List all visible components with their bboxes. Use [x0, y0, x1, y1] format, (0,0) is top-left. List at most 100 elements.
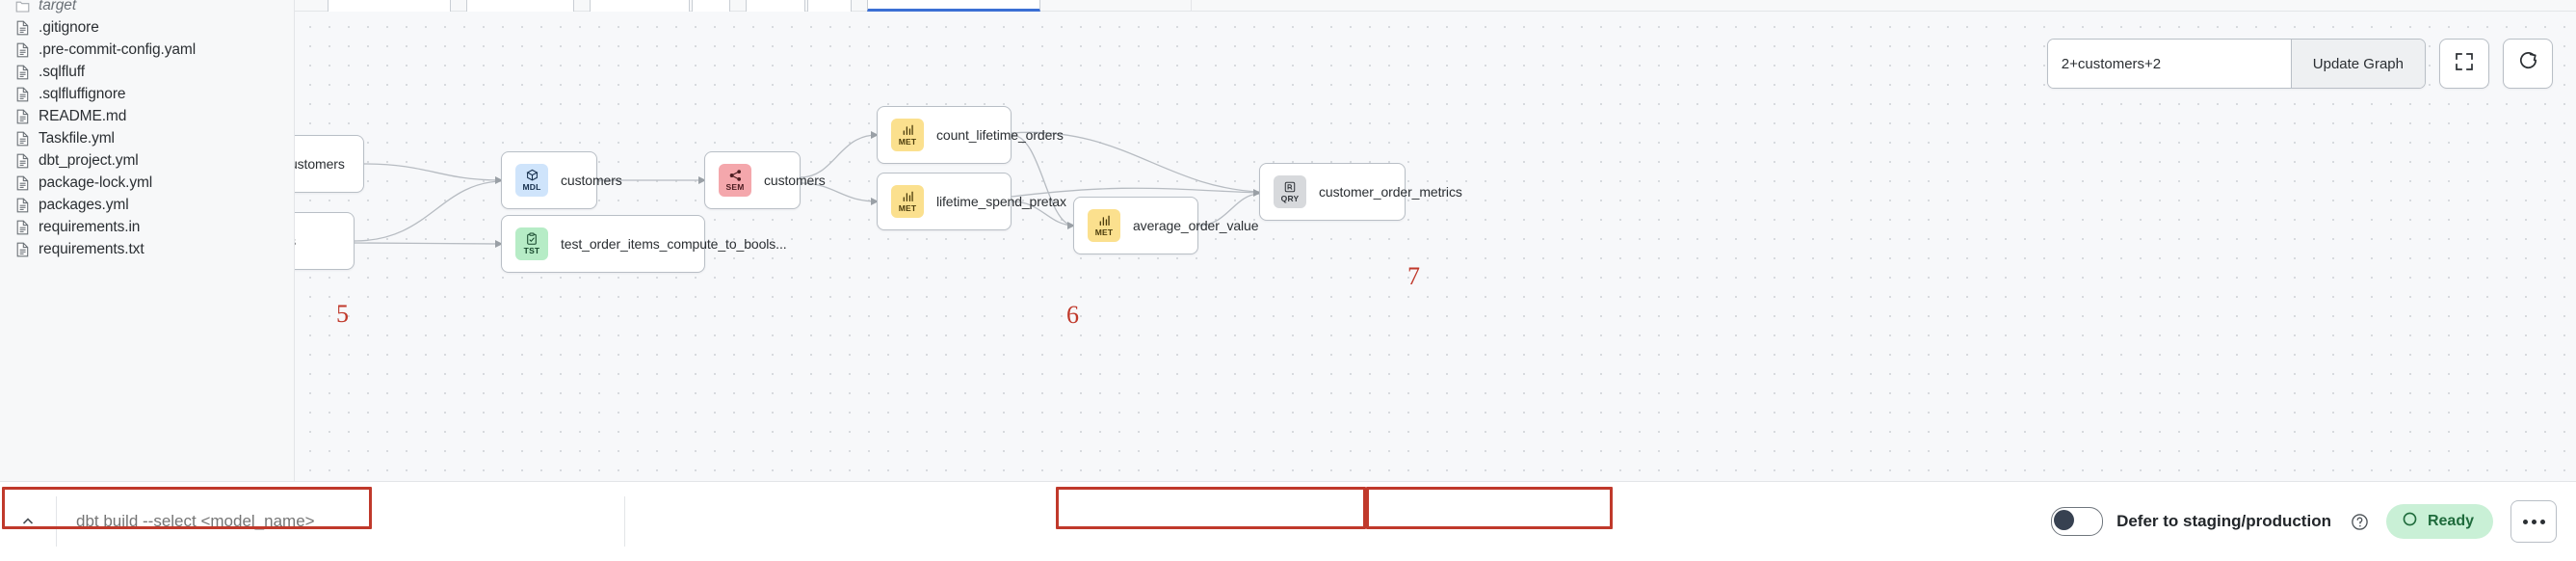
file-icon	[15, 153, 30, 169]
refresh-icon	[2517, 50, 2539, 77]
file-tree-item[interactable]: packages.yml	[0, 194, 294, 216]
editor-tab-stub[interactable]	[466, 0, 574, 12]
file-tree-item[interactable]: requirements.in	[0, 216, 294, 238]
file-tree-item[interactable]: .pre-commit-config.yaml	[0, 39, 294, 61]
file-icon	[15, 220, 30, 235]
file-tree-item-label: requirements.txt	[39, 240, 145, 257]
file-tree-item[interactable]: requirements.txt	[0, 238, 294, 260]
node-badge-label: MET	[898, 137, 917, 147]
file-tree-item-label: packages.yml	[39, 196, 129, 213]
file-tree-item-label: .gitignore	[39, 18, 99, 36]
lineage-node[interactable]: stg_customers	[295, 135, 364, 193]
file-icon	[15, 65, 30, 80]
defer-toggle-label: Defer to staging/production	[2116, 512, 2331, 530]
file-tree-item[interactable]: dbt_project.yml	[0, 149, 294, 172]
defer-toggle-region: Defer to staging/production	[2051, 507, 2369, 536]
file-tree-item[interactable]: target	[0, 0, 294, 16]
graph-toolbar: Update Graph	[2046, 39, 2553, 89]
file-icon	[15, 109, 30, 124]
editor-tab-stub[interactable]	[590, 0, 690, 12]
file-icon	[15, 131, 30, 147]
chevron-up-icon[interactable]	[0, 496, 57, 547]
qry-badge-icon: QRY	[1274, 175, 1306, 208]
lineage-node[interactable]: MET count_lifetime_orders	[877, 106, 1064, 164]
overflow-menu-button[interactable]	[2510, 500, 2557, 543]
editor-tab-stub[interactable]	[692, 0, 730, 12]
lineage-node-label: test_order_items_compute_to_bools...	[561, 236, 787, 252]
node-badge-label: SEM	[725, 182, 745, 192]
file-tree-item-label: .pre-commit-config.yaml	[39, 40, 197, 58]
file-tree-item[interactable]: Taskfile.yml	[0, 127, 294, 149]
fullscreen-icon	[2454, 51, 2475, 77]
file-tree-item-label: .sqlfluff	[39, 63, 85, 80]
defer-toggle[interactable]	[2051, 507, 2104, 536]
met-glyph-icon	[901, 190, 915, 203]
lineage-node[interactable]: orders	[295, 212, 355, 270]
command-bar-right: Defer to staging/production Ready	[2051, 500, 2576, 543]
tab-strip-divider	[1191, 0, 1192, 11]
file-tree-item-label: package-lock.yml	[39, 174, 153, 191]
graph-selector-group: Update Graph	[2046, 39, 2426, 89]
status-label: Ready	[2427, 513, 2474, 529]
file-tree-item[interactable]: README.md	[0, 105, 294, 127]
lineage-node-label: lifetime_spend_pretax	[936, 194, 1066, 209]
met-badge-icon: MET	[1088, 209, 1120, 242]
lineage-node[interactable]: MET average_order_value	[1073, 197, 1259, 254]
lineage-node-label: orders	[295, 233, 296, 249]
file-icon	[15, 20, 30, 36]
file-tree: target .gitignore .pre-commit-config.yaml.…	[0, 0, 294, 260]
editor-tab-stub[interactable]	[328, 0, 451, 12]
met-glyph-icon	[901, 123, 915, 137]
file-tree-item[interactable]: package-lock.yml	[0, 172, 294, 194]
file-tree-item-label: .sqlfluffignore	[39, 85, 126, 102]
lineage-node-label: stg_customers	[295, 156, 345, 172]
lineage-node-label: average_order_value	[1133, 218, 1259, 233]
tst-glyph-icon	[525, 232, 539, 246]
ellipsis-icon-dot	[2522, 519, 2528, 524]
folder-icon	[15, 0, 30, 13]
met-badge-icon: MET	[891, 119, 924, 151]
file-icon	[15, 175, 30, 191]
lineage-node-label: customers	[764, 173, 826, 188]
file-icon	[15, 87, 30, 102]
file-tree-item-label: dbt_project.yml	[39, 151, 139, 169]
editor-tab-stub[interactable]	[746, 0, 805, 12]
editor-tab-stub-active[interactable]	[867, 0, 1040, 12]
editor-tab-strip	[295, 0, 2576, 12]
update-graph-button[interactable]: Update Graph	[2290, 40, 2425, 88]
editor-tab-stub[interactable]	[807, 0, 852, 12]
ellipsis-icon-dot	[2539, 519, 2545, 524]
mdl-badge-icon: MDL	[515, 164, 548, 197]
file-tree-item-label: README.md	[39, 107, 127, 124]
file-icon	[15, 42, 30, 58]
met-glyph-icon	[1097, 214, 1112, 227]
lineage-node[interactable]: SEM customers	[704, 151, 826, 209]
lineage-node-label: count_lifetime_orders	[936, 127, 1064, 143]
sem-glyph-icon	[728, 169, 743, 182]
defer-toggle-knob	[2054, 510, 2075, 530]
file-tree-item[interactable]: .gitignore	[0, 16, 294, 39]
lineage-node-label: customer_order_metrics	[1319, 184, 1462, 200]
file-tree-item[interactable]: .sqlfluff	[0, 61, 294, 83]
graph-selector-input[interactable]	[2047, 40, 2291, 88]
file-explorer-sidebar: target .gitignore .pre-commit-config.yaml.…	[0, 0, 295, 561]
file-tree-item-label: requirements.in	[39, 218, 141, 235]
fullscreen-button[interactable]	[2439, 39, 2489, 89]
file-tree-item[interactable]: .sqlfluffignore	[0, 83, 294, 105]
lineage-graph-canvas[interactable]: stg_customersordersMDLcustomersTSTtest_o…	[295, 12, 2576, 481]
sem-badge-icon: SEM	[719, 164, 751, 197]
refresh-button[interactable]	[2503, 39, 2553, 89]
command-input[interactable]	[57, 511, 624, 532]
lineage-node[interactable]: QRY customer_order_metrics	[1259, 163, 1462, 221]
node-badge-label: MDL	[522, 182, 541, 192]
ellipsis-icon-dot	[2531, 519, 2537, 524]
node-badge-label: MET	[1094, 227, 1114, 237]
question-circle-icon[interactable]	[2351, 513, 2369, 531]
file-icon	[15, 198, 30, 213]
node-badge-label: QRY	[1280, 194, 1300, 203]
circle-icon	[2402, 511, 2418, 532]
